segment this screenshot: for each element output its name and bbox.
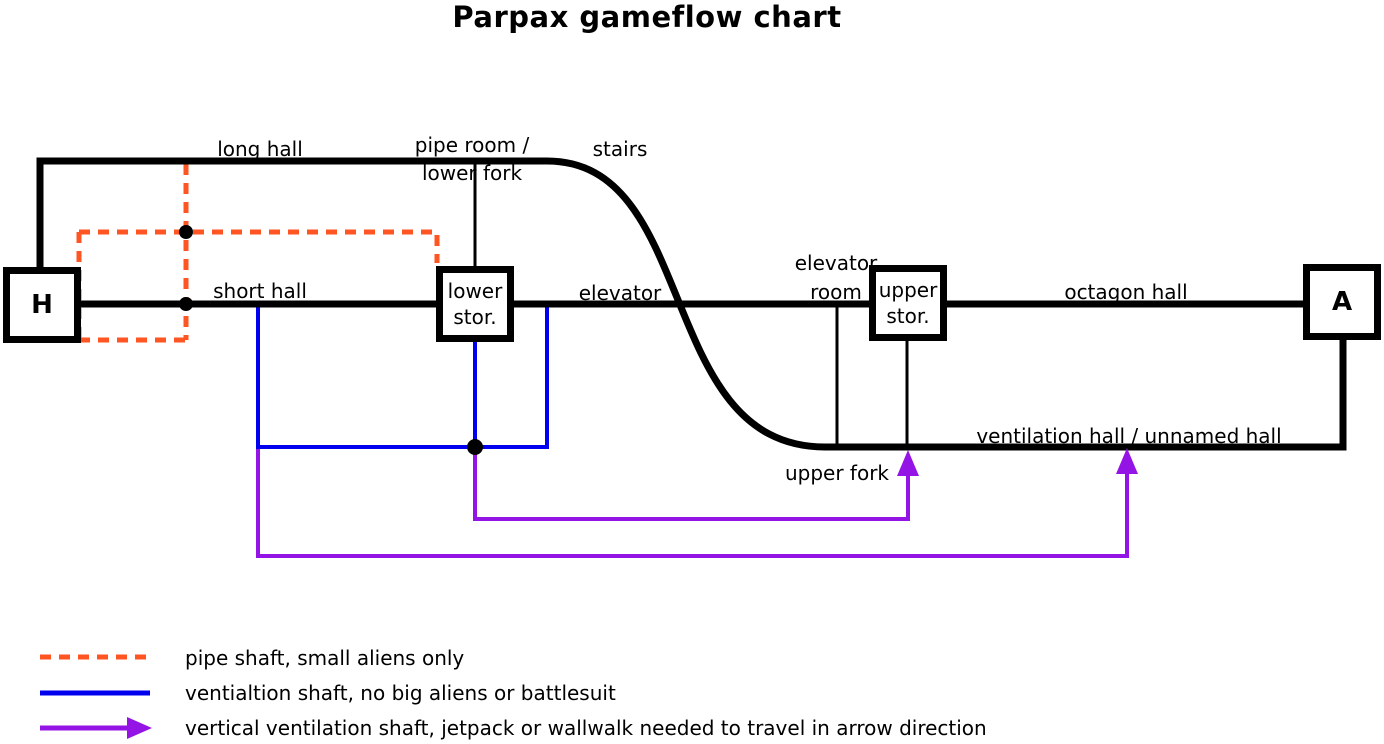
node-a: A xyxy=(1303,264,1381,340)
page-title: Parpax gameflow chart xyxy=(452,0,842,34)
node-lower-stor-label-line2: stor. xyxy=(453,305,497,329)
arrowhead-upper-fork xyxy=(897,450,919,476)
vertical-vent-shaft-ventilation-hall xyxy=(256,449,1129,558)
node-h-label: H xyxy=(31,290,53,320)
label-ventilation-hall: ventilation hall / unnamed hall xyxy=(976,424,1282,448)
node-upper-stor-label-line1: upper xyxy=(878,278,938,302)
node-lower-stor-label-line1: lower xyxy=(447,279,503,303)
node-lower-stor: lower stor. xyxy=(436,266,514,342)
arrowhead-ventilation-hall xyxy=(1116,448,1138,474)
legend-item-pipe-shaft: pipe shaft, small aliens only xyxy=(185,646,465,670)
label-pipe-room-line1: pipe room / xyxy=(414,133,530,157)
label-octagon-hall: octagon hall xyxy=(1064,280,1188,304)
label-elevator-room-line1: elevator xyxy=(794,251,878,275)
node-upper-stor-label-line2: stor. xyxy=(886,304,930,328)
label-elevator: elevator xyxy=(578,281,662,305)
ventilation-shaft-lines xyxy=(256,304,549,449)
node-h: H xyxy=(3,267,81,343)
junction-dot-short-hall xyxy=(179,297,193,311)
legend-item-vent-shaft: ventialtion shaft, no big aliens or batt… xyxy=(185,681,616,705)
legend-item-vertical-vent: vertical ventilation shaft, jetpack or w… xyxy=(185,716,987,740)
legend-vertical-vent-arrowhead xyxy=(127,717,152,739)
node-a-label: A xyxy=(1331,287,1353,317)
label-upper-fork: upper fork xyxy=(784,461,890,485)
label-pipe-room-line2: lower fork xyxy=(421,161,523,185)
label-long-hall: long hall xyxy=(217,137,303,161)
vertical-vent-shaft-upper-fork xyxy=(473,449,910,521)
label-elevator-room-line2: room xyxy=(810,280,862,304)
node-upper-stor: upper stor. xyxy=(869,265,947,341)
label-short-hall: short hall xyxy=(213,279,307,303)
junction-dot-vent-shaft xyxy=(467,439,483,455)
stairs-and-ventilation-hall-line xyxy=(546,157,1347,451)
label-stairs: stairs xyxy=(592,137,648,161)
junction-dot-pipe-shaft xyxy=(179,225,193,239)
long-hall-line xyxy=(36,157,547,271)
